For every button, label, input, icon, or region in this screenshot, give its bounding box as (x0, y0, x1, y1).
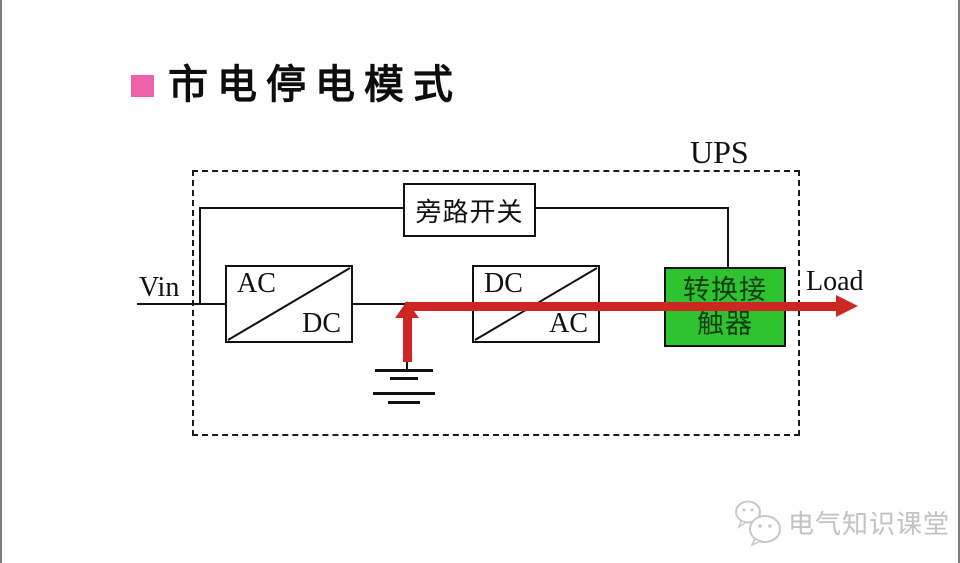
wire-bypass-drop-right (727, 207, 729, 267)
contactor-label-line2: 触器 (697, 309, 753, 339)
ups-label: UPS (690, 134, 749, 170)
watermark-text: 电气知识课堂 (788, 510, 951, 540)
title-bullet-icon (131, 75, 154, 97)
left-edge-bar (0, 0, 2, 563)
inverter-output-label: AC (549, 308, 588, 339)
bypass-switch-box: 旁路开关 (403, 183, 536, 237)
rectifier-input-label: AC (237, 268, 276, 299)
flow-shaft-vertical (403, 316, 412, 362)
wechat-logo-icon (735, 500, 781, 547)
wire-bypass-tap-left (199, 207, 201, 305)
inverter-input-label: DC (484, 268, 523, 299)
rectifier-output-label: DC (302, 308, 341, 339)
load-label: Load (806, 266, 864, 297)
contactor-label-line1: 转换接 (683, 275, 767, 305)
diagonal-line (227, 267, 351, 341)
flow-shaft-horizontal (405, 302, 837, 311)
bypass-switch-label: 旁路开关 (415, 197, 524, 227)
wire-bypass-top-left (199, 207, 405, 209)
wire-input (137, 303, 225, 305)
rectifier-box: AC DC (225, 265, 353, 343)
page-title: 市电停电模式 (168, 62, 462, 108)
wire-bypass-top-right (534, 207, 729, 209)
transfer-contactor-box: 转换接 触器 (664, 267, 786, 347)
right-edge-bar (958, 0, 960, 563)
flow-arrowhead-right (836, 295, 858, 317)
vin-label: Vin (139, 272, 180, 303)
